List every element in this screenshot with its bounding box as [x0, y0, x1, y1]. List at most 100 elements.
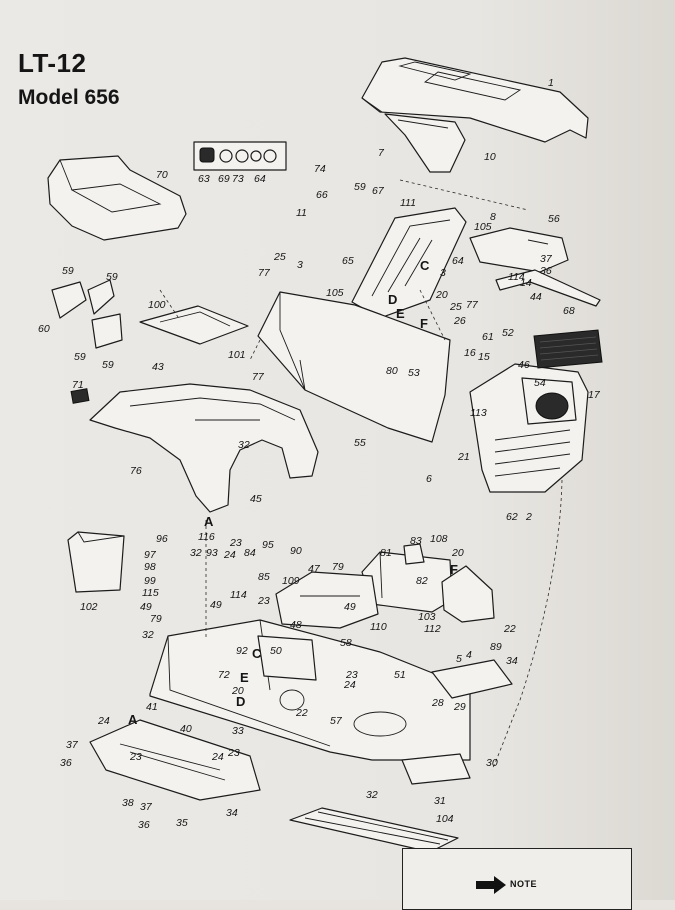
callout-82: 82	[416, 575, 428, 587]
callout-99: 99	[144, 575, 156, 587]
reference-letters: C D E F A F C E D A	[128, 258, 458, 727]
callout-48: 48	[290, 619, 302, 631]
callout-45: 45	[250, 493, 262, 505]
callout-14: 14	[520, 277, 532, 289]
callout-33: 33	[232, 725, 244, 737]
callout-64b: 64	[452, 255, 464, 267]
callout-95: 95	[262, 539, 274, 551]
callout-37b: 37	[66, 739, 79, 751]
callout-109: 109	[282, 575, 300, 587]
ref-letter-a: A	[204, 514, 214, 529]
callout-32: 32	[238, 439, 250, 451]
callout-66: 66	[316, 189, 328, 201]
switch-panel	[193, 141, 287, 171]
callout-85: 85	[258, 571, 270, 583]
rear-fender	[70, 383, 319, 513]
ref-letter-e: E	[396, 306, 405, 321]
callout-112: 112	[424, 623, 441, 635]
callout-49b: 49	[210, 599, 222, 611]
callout-113: 113	[470, 407, 487, 419]
callout-79: 79	[332, 561, 344, 573]
floor-panel	[275, 571, 379, 629]
callout-67: 67	[372, 185, 385, 197]
callout-114b: 114	[230, 589, 247, 601]
callout-90: 90	[290, 545, 302, 557]
callout-104: 104	[436, 813, 454, 825]
callout-59b: 59	[62, 265, 74, 277]
callout-30: 30	[486, 757, 498, 769]
callout-58: 58	[340, 637, 352, 649]
ref-letter-e2: E	[240, 670, 249, 685]
callout-8: 8	[490, 211, 496, 223]
callout-23e: 23	[227, 747, 240, 759]
callout-116: 116	[198, 531, 215, 543]
callout-63: 63	[198, 173, 210, 185]
callout-64: 64	[254, 173, 266, 185]
callout-22b: 22	[295, 707, 308, 719]
callout-80: 80	[386, 365, 398, 377]
callout-59: 59	[354, 181, 366, 193]
callout-11: 11	[296, 207, 307, 219]
callout-93: 93	[206, 547, 218, 559]
callout-96: 96	[156, 533, 168, 545]
callout-21: 21	[457, 451, 470, 463]
callout-5: 5	[456, 653, 462, 665]
callout-23d: 23	[129, 751, 142, 763]
callout-101: 101	[228, 349, 246, 361]
callout-20: 20	[435, 289, 448, 301]
callout-111: 111	[400, 197, 416, 209]
side-bracket-f	[441, 565, 495, 623]
callout-83: 83	[410, 535, 422, 547]
callout-20c: 20	[231, 685, 244, 697]
main-frame	[149, 619, 471, 761]
callout-53: 53	[408, 367, 420, 379]
callout-34b: 34	[226, 807, 238, 819]
callout-89: 89	[490, 641, 502, 653]
callout-24d: 24	[211, 751, 224, 763]
page-title: LT-12	[18, 48, 87, 78]
floor-mat	[289, 807, 459, 853]
ref-letter-a2: A	[128, 712, 138, 727]
front-axle-bracket	[401, 753, 471, 785]
callout-labels: 1 7 10 70 63 69 73 64 74 66 59 67 11 111…	[38, 77, 601, 831]
note-arrow-icon	[476, 876, 506, 894]
rear-bracket	[469, 227, 601, 307]
ref-letter-d: D	[388, 292, 397, 307]
callout-2: 2	[525, 511, 532, 523]
callout-23: 23	[229, 537, 242, 549]
callout-31: 31	[434, 795, 446, 807]
seat-mount-plate	[139, 305, 249, 345]
callout-20b: 20	[451, 547, 464, 559]
callout-71: 71	[72, 379, 84, 391]
ref-letter-d2: D	[236, 694, 245, 709]
callout-43: 43	[152, 361, 164, 373]
seat-bracket-left	[51, 279, 123, 349]
note-label: NOTE	[510, 879, 538, 889]
callout-59c: 59	[106, 271, 118, 283]
left-footrest	[89, 719, 261, 801]
callout-84: 84	[244, 547, 256, 559]
callout-69: 69	[218, 173, 230, 185]
model-subtitle: Model 656	[18, 86, 120, 109]
callout-51: 51	[394, 669, 406, 681]
callout-105: 105	[474, 221, 492, 233]
callout-22: 22	[503, 623, 516, 635]
ref-letter-f2: F	[450, 562, 458, 577]
callout-36: 36	[540, 265, 552, 277]
callout-38: 38	[122, 797, 134, 809]
callout-98: 98	[144, 561, 156, 573]
callout-102: 102	[80, 601, 98, 613]
battery-box	[67, 531, 125, 593]
callout-70: 70	[156, 169, 168, 181]
callout-54: 54	[534, 377, 546, 389]
callout-25: 25	[273, 251, 286, 263]
callout-65: 65	[342, 255, 354, 267]
callout-100: 100	[148, 299, 166, 311]
callout-4: 4	[466, 649, 472, 661]
callout-52: 52	[502, 327, 514, 339]
callout-97: 97	[144, 549, 157, 561]
callout-23c: 23	[345, 669, 358, 681]
callout-34: 34	[506, 655, 518, 667]
callout-56: 56	[548, 213, 560, 225]
